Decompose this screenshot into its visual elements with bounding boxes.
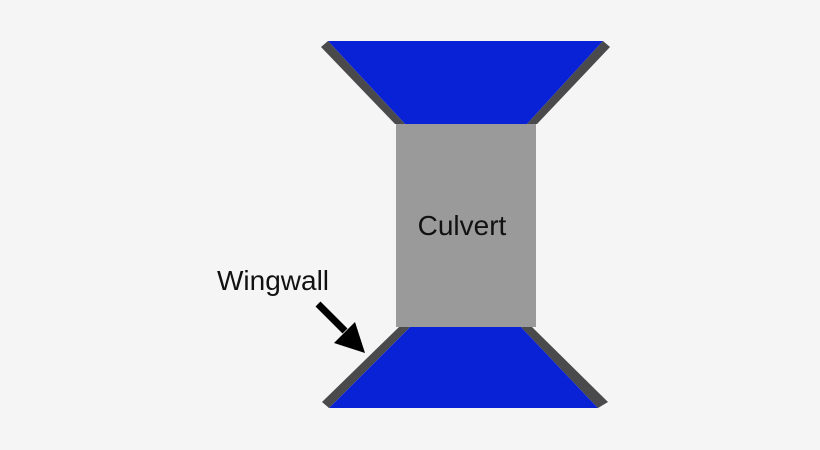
culvert-barrel bbox=[396, 124, 536, 327]
arrow-shaft bbox=[315, 301, 348, 334]
arrow-head bbox=[334, 322, 365, 353]
wingwall-pointer-arrow bbox=[315, 301, 365, 353]
culvert-label: Culvert bbox=[418, 210, 507, 241]
bottom-right-wingwall bbox=[521, 327, 608, 408]
downstream-channel bbox=[329, 327, 598, 408]
top-right-wingwall bbox=[527, 41, 610, 124]
wingwall-label: Wingwall bbox=[217, 265, 329, 296]
top-left-wingwall bbox=[321, 41, 405, 124]
bottom-left-wingwall bbox=[322, 327, 410, 408]
upstream-channel bbox=[328, 41, 603, 124]
